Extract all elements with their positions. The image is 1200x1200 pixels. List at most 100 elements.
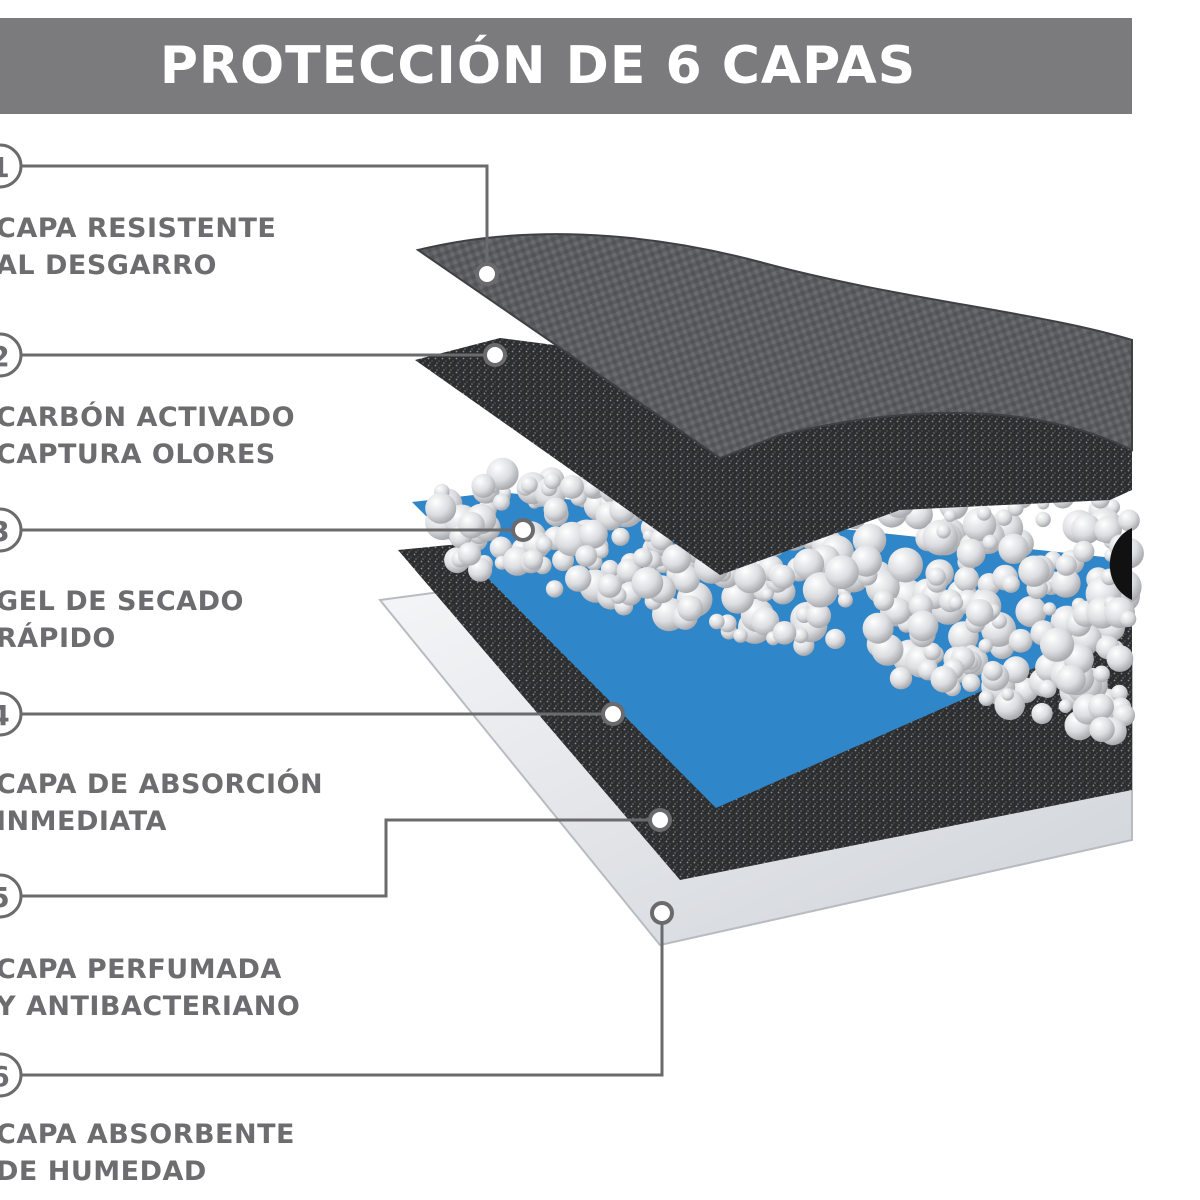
number-1: 1 <box>0 151 10 184</box>
gel-bead <box>661 544 692 574</box>
gel-bead <box>425 492 457 524</box>
gel-bead <box>1015 596 1047 628</box>
gel-bead <box>1120 610 1137 628</box>
gel-bead <box>983 660 1003 681</box>
gel-bead <box>1031 702 1053 725</box>
gel-bead <box>633 548 653 568</box>
gel-bead <box>1056 664 1086 695</box>
layer-6-label: CAPA ABSORBENTE DE HUMEDAD <box>0 1119 295 1187</box>
gel-bead <box>888 547 923 583</box>
number-4: 4 <box>0 699 10 732</box>
gel-bead <box>543 472 561 490</box>
gel-bead <box>677 595 704 622</box>
number-6: 6 <box>0 1060 10 1093</box>
number-badge-2: 2 <box>0 332 23 378</box>
layer-2-label: CARBÓN ACTIVADO CAPTURA OLORES <box>0 402 296 470</box>
marker-dot-3 <box>511 518 535 542</box>
gel-bead <box>1073 540 1095 563</box>
gel-bead <box>982 534 998 550</box>
gel-bead <box>597 573 622 598</box>
layer-1-label: CAPA RESISTENTE AL DESGARRO <box>0 213 277 281</box>
gel-bead <box>535 536 553 554</box>
number-badge-5: 5 <box>0 873 23 919</box>
number-badge-3: 3 <box>0 507 23 553</box>
gel-bead <box>923 642 941 661</box>
number-badge-4: 4 <box>0 691 23 737</box>
gel-bead <box>825 628 846 650</box>
number-badges: 1 2 3 4 5 6 <box>0 143 23 1098</box>
gel-bead <box>793 628 809 644</box>
gel-bead <box>761 588 774 601</box>
number-badge-6: 6 <box>0 1052 23 1098</box>
number-badge-1: 1 <box>0 143 23 189</box>
gel-bead <box>520 476 538 494</box>
gel-bead <box>1038 679 1057 699</box>
gel-bead <box>824 555 859 590</box>
gel-bead <box>575 545 598 567</box>
number-5: 5 <box>0 881 10 914</box>
layer-1-sheet <box>415 233 1133 460</box>
gel-bead <box>1118 509 1140 532</box>
gel-bead <box>956 538 986 568</box>
marker-dot-6 <box>650 901 674 925</box>
gel-bead <box>1088 693 1114 720</box>
leader-line-6 <box>20 913 664 1077</box>
gel-bead <box>806 603 832 629</box>
gel-bead <box>793 548 825 580</box>
gel-bead <box>889 667 913 690</box>
gel-bead <box>930 665 958 693</box>
leader-line-1 <box>20 164 489 274</box>
gel-bead <box>770 564 796 590</box>
leader-line-5 <box>20 818 660 898</box>
number-3: 3 <box>0 515 10 548</box>
gel-bead <box>492 493 510 511</box>
gel-bead <box>611 527 630 546</box>
layer-4-label: CAPA DE ABSORCIÓN INMEDIATA <box>0 769 324 837</box>
gel-bead <box>1093 665 1110 683</box>
page-title: PROTECCIÓN DE 6 CAPAS <box>159 36 917 96</box>
gel-bead <box>631 567 664 599</box>
gel-bead <box>545 580 564 598</box>
gel-bead <box>709 613 725 630</box>
gel-bead <box>578 519 608 549</box>
gel-bead <box>1001 688 1014 701</box>
gel-bead <box>1035 511 1051 528</box>
gel-bead <box>978 638 993 653</box>
gel-bead <box>522 549 544 570</box>
gel-bead <box>907 610 939 642</box>
gel-bead <box>927 567 946 586</box>
gel-bead <box>995 509 1013 526</box>
gel-bead <box>1058 699 1073 713</box>
marker-dot-1 <box>475 262 499 286</box>
gel-bead <box>1018 555 1050 587</box>
gel-bead <box>543 497 568 522</box>
gel-bead <box>733 628 748 643</box>
gel-bead <box>965 599 994 627</box>
gel-bead <box>948 595 964 611</box>
gel-bead <box>936 524 951 539</box>
gel-bead <box>998 533 1029 564</box>
gel-bead <box>873 590 895 611</box>
gel-bead <box>1106 645 1134 672</box>
gel-bead <box>1071 513 1102 545</box>
gel-bead <box>560 475 584 499</box>
gel-bead <box>850 545 883 577</box>
gel-bead <box>837 592 853 608</box>
gel-bead <box>976 506 992 521</box>
gel-bead <box>978 690 995 706</box>
gel-bead <box>565 565 592 592</box>
gel-bead <box>1002 575 1020 593</box>
layer-3-label: GEL DE SECADO RÁPIDO <box>0 586 244 654</box>
gel-bead <box>1051 568 1081 598</box>
gel-bead <box>943 509 957 522</box>
gel-bead <box>1055 554 1077 576</box>
gel-bead <box>1110 684 1128 702</box>
gel-bead <box>458 511 485 539</box>
gel-bead <box>751 607 780 636</box>
marker-dot-2 <box>483 343 507 367</box>
gel-bead <box>954 566 980 592</box>
layer-5-label: CAPA PERFUMADA Y ANTIBACTERIANO <box>0 954 301 1022</box>
gel-bead <box>862 612 894 644</box>
gel-bead <box>1039 627 1075 662</box>
